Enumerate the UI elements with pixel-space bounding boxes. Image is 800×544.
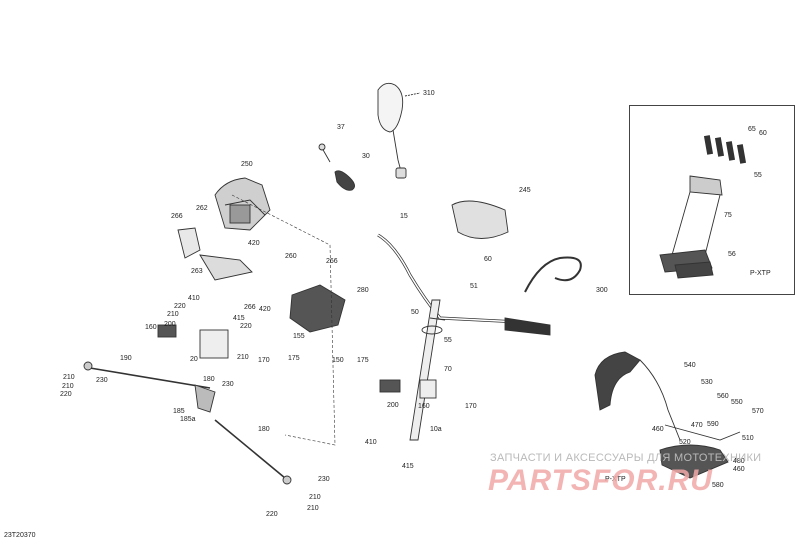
- callout-label: 262: [196, 205, 208, 212]
- callout-label: 185a: [180, 416, 196, 423]
- tie-rod-part: [83, 361, 292, 485]
- callout-label: 50: [411, 309, 419, 316]
- callout-label: 200: [164, 321, 176, 328]
- callout-label: 580: [712, 482, 724, 489]
- callout-label: 266: [171, 213, 183, 220]
- cable-part: [524, 256, 582, 293]
- callout-label: 60: [484, 256, 492, 263]
- callout-label: 230: [96, 377, 108, 384]
- inset-frame: [629, 105, 795, 295]
- hand-guard-part: [594, 351, 741, 479]
- watermark-logo: PARTSFOR.RU: [488, 464, 713, 497]
- callout-label: 530: [701, 379, 713, 386]
- handlebar-part: [377, 233, 521, 324]
- control-housing-part: [214, 177, 271, 231]
- callout-label: 415: [402, 463, 414, 470]
- callout-label: 20: [190, 356, 198, 363]
- callout-label: 550: [731, 399, 743, 406]
- inset-label: P-XTP: [750, 270, 771, 277]
- callout-label: 210: [62, 383, 74, 390]
- steering-column-part: [409, 299, 441, 441]
- callout-label: 150: [332, 357, 344, 364]
- callout-label: 65: [748, 126, 756, 133]
- callout-label: 460: [733, 466, 745, 473]
- callout-label: 510: [742, 435, 754, 442]
- callout-label: 480: [733, 458, 745, 465]
- callout-label: 60: [759, 130, 767, 137]
- mirror-part: [377, 82, 421, 179]
- callout-label: 220: [174, 303, 186, 310]
- callout-label: 520: [679, 439, 691, 446]
- callout-label: 160: [145, 324, 157, 331]
- callout-label: 55: [754, 172, 762, 179]
- callout-label: 250: [241, 161, 253, 168]
- callout-label: 180: [203, 376, 215, 383]
- callout-label: 51: [470, 283, 478, 290]
- callout-label: 266: [244, 304, 256, 311]
- callout-label: 420: [259, 306, 271, 313]
- callout-label: 56: [728, 251, 736, 258]
- grip-part: [318, 143, 355, 191]
- callout-label: P-XTP: [605, 476, 626, 483]
- inset-riser-parts: [659, 135, 747, 279]
- callout-label: 155: [293, 333, 305, 340]
- pad-part: [451, 200, 509, 239]
- callout-label: 570: [752, 408, 764, 415]
- callout-label: 220: [266, 511, 278, 518]
- callout-label: 230: [318, 476, 330, 483]
- callout-label: 590: [707, 421, 719, 428]
- callout-label: 15: [400, 213, 408, 220]
- callout-label: 170: [465, 403, 477, 410]
- callout-label: 55: [444, 337, 452, 344]
- callout-label: 415: [233, 315, 245, 322]
- callout-label: 70: [444, 366, 452, 373]
- callout-label: 10a: [430, 426, 442, 433]
- callout-label: 200: [387, 402, 399, 409]
- bracket-part: [199, 254, 253, 281]
- callout-label: 280: [357, 287, 369, 294]
- callout-label: 266: [326, 258, 338, 265]
- callout-label: 37: [337, 124, 345, 131]
- callout-label: 175: [288, 355, 300, 362]
- callout-label: 160: [418, 403, 430, 410]
- callout-label: 410: [365, 439, 377, 446]
- callout-label: 210: [307, 505, 319, 512]
- callout-label: 230: [222, 381, 234, 388]
- callout-label: 75: [724, 212, 732, 219]
- callout-label: 185: [173, 408, 185, 415]
- callout-label: 470: [691, 422, 703, 429]
- callout-label: 30: [362, 153, 370, 160]
- block-part: [289, 284, 346, 333]
- callout-label: 410: [188, 295, 200, 302]
- callout-label: 220: [240, 323, 252, 330]
- callout-label: 170: [258, 357, 270, 364]
- callout-label: 300: [596, 287, 608, 294]
- callout-label: 210: [167, 311, 179, 318]
- callout-label: 220: [60, 391, 72, 398]
- callout-label: 420: [248, 240, 260, 247]
- callout-label: 210: [237, 354, 249, 361]
- callout-label: 260: [285, 253, 297, 260]
- callout-label: 460: [652, 426, 664, 433]
- watermark-tagline: ЗАПЧАСТИ И АКСЕССУАРЫ ДЛЯ МОТОТЕХНИКИ: [490, 452, 762, 464]
- callout-label: 190: [120, 355, 132, 362]
- callout-label: 560: [717, 393, 729, 400]
- callout-label: 540: [684, 362, 696, 369]
- callout-label: 180: [258, 426, 270, 433]
- callout-label: 263: [191, 268, 203, 275]
- callout-label: 310: [423, 90, 435, 97]
- callout-label: 245: [519, 187, 531, 194]
- callout-label: 210: [309, 494, 321, 501]
- callout-label: 210: [63, 374, 75, 381]
- document-id: 23T20370: [4, 532, 36, 539]
- callout-label: 175: [357, 357, 369, 364]
